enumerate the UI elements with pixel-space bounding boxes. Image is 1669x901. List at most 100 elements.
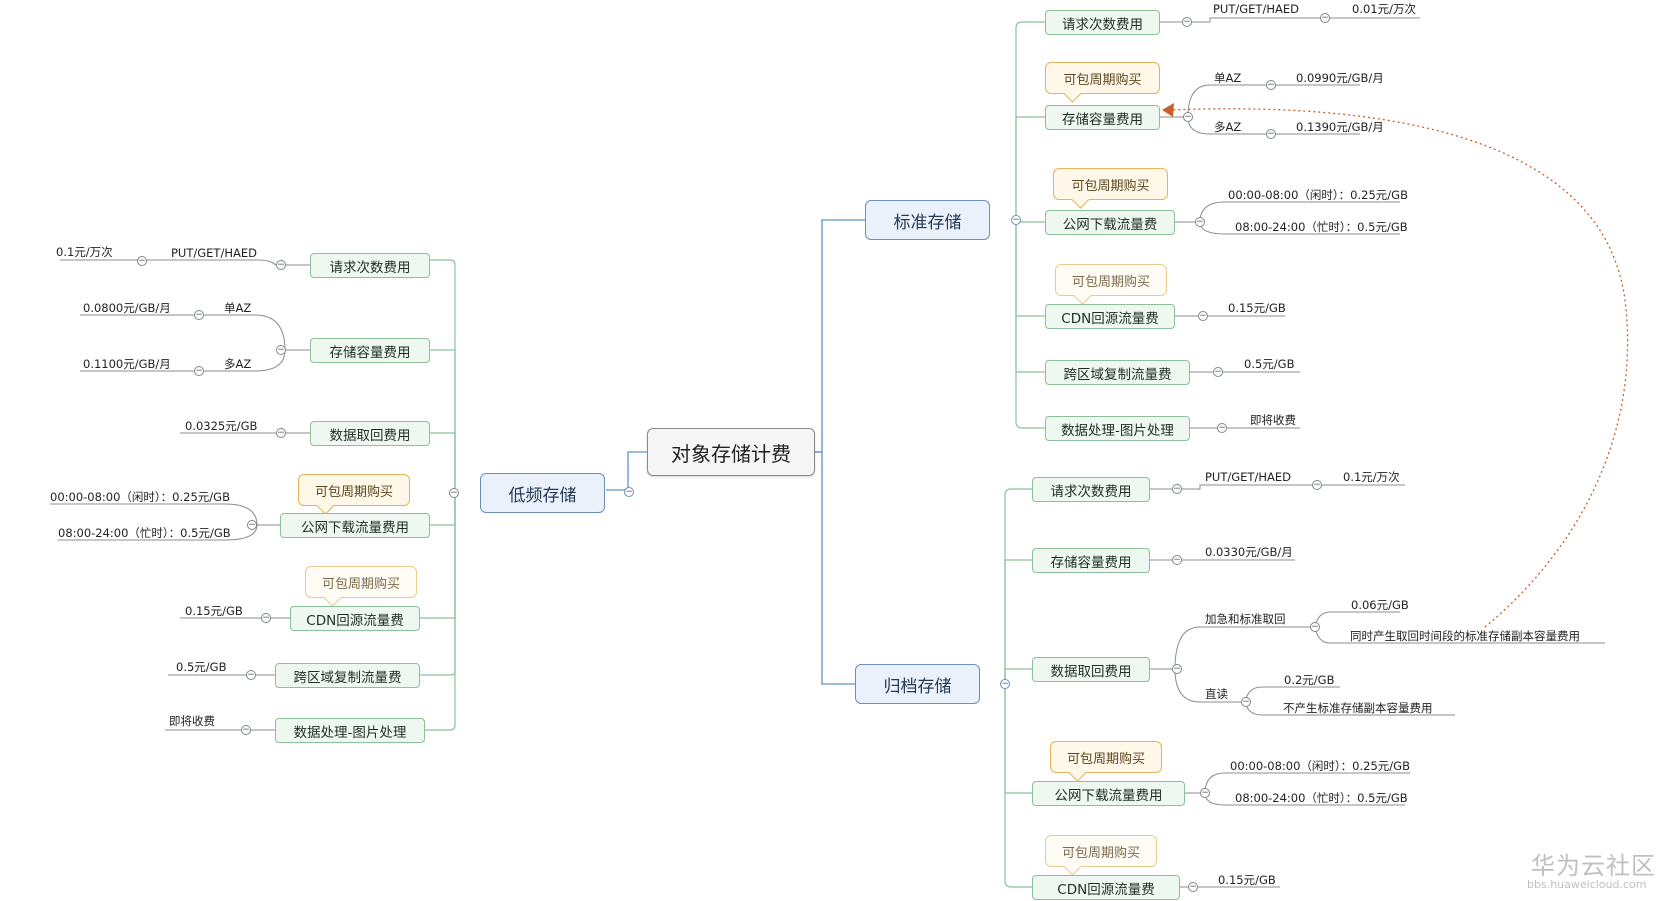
leaf-value: 即将收费 bbox=[169, 714, 215, 728]
std-image-processing-node[interactable]: 数据处理-图片处理 bbox=[1045, 416, 1190, 441]
collapse-toggle[interactable]: − bbox=[1198, 311, 1208, 321]
collapse-toggle[interactable]: − bbox=[261, 613, 271, 623]
left-cdn-node[interactable]: CDN回源流量费 bbox=[290, 606, 420, 631]
node-label: CDN回源流量费 bbox=[1061, 310, 1159, 327]
arch-item-connectors bbox=[1004, 488, 1032, 888]
collapse-toggle[interactable]: − bbox=[1213, 367, 1223, 377]
leaf-value: 0.1390元/GB/月 bbox=[1296, 120, 1384, 134]
node-label: 公网下载流量费用 bbox=[301, 519, 409, 536]
left-download-node[interactable]: 公网下载流量费用 bbox=[280, 513, 430, 538]
leaf-value: 00:00-08:00（闲时）：0.25元/GB bbox=[50, 490, 230, 504]
std-storage-node[interactable]: 存储容量费用 bbox=[1045, 105, 1160, 130]
leaf-value: 0.15元/GB bbox=[185, 604, 243, 618]
std-requests-node[interactable]: 请求次数费用 bbox=[1045, 10, 1160, 35]
collapse-toggle[interactable]: − bbox=[1200, 788, 1210, 798]
collapse-toggle[interactable]: − bbox=[1266, 80, 1276, 90]
collapse-toggle[interactable]: − bbox=[1312, 480, 1322, 490]
node-label: 数据取回费用 bbox=[1050, 663, 1132, 680]
collapse-glyph: − bbox=[1196, 216, 1204, 227]
collapse-toggle[interactable]: − bbox=[1310, 622, 1320, 632]
branch-title: 标准存储 bbox=[893, 212, 962, 233]
collapse-glyph: − bbox=[1242, 696, 1250, 707]
collapse-toggle[interactable]: − bbox=[276, 428, 286, 438]
collapse-toggle[interactable]: − bbox=[137, 256, 147, 266]
arch-requests-node[interactable]: 请求次数费用 bbox=[1032, 477, 1150, 502]
collapse-toggle[interactable]: − bbox=[247, 520, 257, 530]
std-storage-note: 可包周期购买 bbox=[1045, 62, 1160, 94]
collapse-toggle[interactable]: − bbox=[241, 725, 251, 735]
left-retrieval-node[interactable]: 数据取回费用 bbox=[310, 421, 430, 446]
collapse-toggle[interactable]: − bbox=[449, 488, 459, 498]
collapse-toggle[interactable]: − bbox=[624, 487, 634, 497]
collapse-glyph: − bbox=[450, 487, 458, 498]
node-label: CDN回源流量费 bbox=[306, 612, 404, 629]
collapse-toggle[interactable]: − bbox=[1320, 13, 1330, 23]
collapse-glyph: − bbox=[262, 612, 270, 623]
left-download-note: 可包周期购买 bbox=[298, 474, 410, 506]
collapse-toggle[interactable]: − bbox=[1172, 664, 1182, 674]
collapse-toggle[interactable]: − bbox=[1266, 129, 1276, 139]
branch-standard-storage[interactable]: 标准存储 bbox=[865, 200, 990, 240]
arch-download-node[interactable]: 公网下载流量费用 bbox=[1032, 781, 1185, 806]
root-topic[interactable]: 对象存储计费 bbox=[647, 428, 815, 476]
collapse-glyph: − bbox=[1012, 214, 1020, 225]
collapse-toggle[interactable]: − bbox=[1182, 17, 1192, 27]
collapse-glyph: − bbox=[248, 519, 256, 530]
left-cross-region-node[interactable]: 跨区域复制流量费 bbox=[275, 663, 420, 688]
leaf-value: 0.1元/万次 bbox=[1343, 470, 1400, 484]
left-storage-node[interactable]: 存储容量费用 bbox=[310, 338, 430, 363]
collapse-toggle[interactable]: − bbox=[1188, 882, 1198, 892]
collapse-glyph: − bbox=[195, 365, 203, 376]
arch-retrieval-node[interactable]: 数据取回费用 bbox=[1032, 657, 1150, 682]
std-download-note: 可包周期购买 bbox=[1053, 168, 1168, 200]
leaf-label: PUT/GET/HAED bbox=[171, 246, 257, 260]
root-branch-connectors bbox=[606, 219, 865, 685]
leaf-value: 0.0990元/GB/月 bbox=[1296, 71, 1384, 85]
node-label: 跨区域复制流量费 bbox=[293, 669, 402, 686]
note-text: 可包周期购买 bbox=[1071, 274, 1150, 290]
collapse-toggle[interactable]: − bbox=[1172, 555, 1182, 565]
node-label: 存储容量费用 bbox=[329, 344, 411, 361]
collapse-glyph: − bbox=[1001, 678, 1009, 689]
collapse-toggle[interactable]: − bbox=[1217, 423, 1227, 433]
collapse-glyph: − bbox=[1321, 12, 1329, 23]
collapse-glyph: − bbox=[1313, 479, 1321, 490]
collapse-toggle[interactable]: − bbox=[1172, 484, 1182, 494]
arch-cdn-node[interactable]: CDN回源流量费 bbox=[1032, 875, 1180, 900]
std-item-connectors bbox=[1015, 21, 1045, 429]
leaf-value: 0.2元/GB bbox=[1284, 673, 1335, 687]
std-cdn-node[interactable]: CDN回源流量费 bbox=[1045, 304, 1175, 329]
std-cross-region-node[interactable]: 跨区域复制流量费 bbox=[1045, 360, 1190, 385]
leaf-value: 不产生标准存储副本容量费用 bbox=[1283, 701, 1433, 715]
collapse-toggle[interactable]: − bbox=[276, 345, 286, 355]
collapse-glyph: − bbox=[1189, 881, 1197, 892]
node-label: 存储容量费用 bbox=[1050, 554, 1132, 571]
collapse-toggle[interactable]: − bbox=[1183, 112, 1193, 122]
collapse-toggle[interactable]: − bbox=[1241, 697, 1251, 707]
leaf-label: 多AZ bbox=[224, 357, 252, 371]
collapse-toggle[interactable]: − bbox=[1000, 679, 1010, 689]
node-label: 数据取回费用 bbox=[329, 427, 411, 444]
collapse-toggle[interactable]: − bbox=[194, 310, 204, 320]
collapse-toggle[interactable]: − bbox=[246, 670, 256, 680]
leaf-value: 0.15元/GB bbox=[1228, 301, 1286, 315]
collapse-toggle[interactable]: − bbox=[1011, 215, 1021, 225]
branch-archive-storage[interactable]: 归档存储 bbox=[855, 664, 980, 704]
collapse-toggle[interactable]: − bbox=[194, 366, 204, 376]
root-topic-label: 对象存储计费 bbox=[671, 441, 791, 466]
collapse-glyph: − bbox=[277, 344, 285, 355]
collapse-toggle[interactable]: − bbox=[276, 260, 286, 270]
collapse-glyph: − bbox=[1173, 483, 1181, 494]
node-label: 请求次数费用 bbox=[329, 259, 411, 276]
collapse-glyph: − bbox=[1267, 128, 1275, 139]
leaf-label: PUT/GET/HAED bbox=[1213, 2, 1299, 16]
left-image-processing-node[interactable]: 数据处理-图片处理 bbox=[275, 718, 425, 743]
collapse-toggle[interactable]: − bbox=[1195, 217, 1205, 227]
std-download-node[interactable]: 公网下载流量费 bbox=[1045, 210, 1175, 235]
node-label: 存储容量费用 bbox=[1062, 111, 1143, 128]
branch-infrequent-storage[interactable]: 低频存储 bbox=[480, 473, 605, 513]
arch-storage-node[interactable]: 存储容量费用 bbox=[1032, 548, 1150, 573]
left-requests-node[interactable]: 请求次数费用 bbox=[310, 253, 430, 278]
collapse-glyph: − bbox=[1183, 16, 1191, 27]
